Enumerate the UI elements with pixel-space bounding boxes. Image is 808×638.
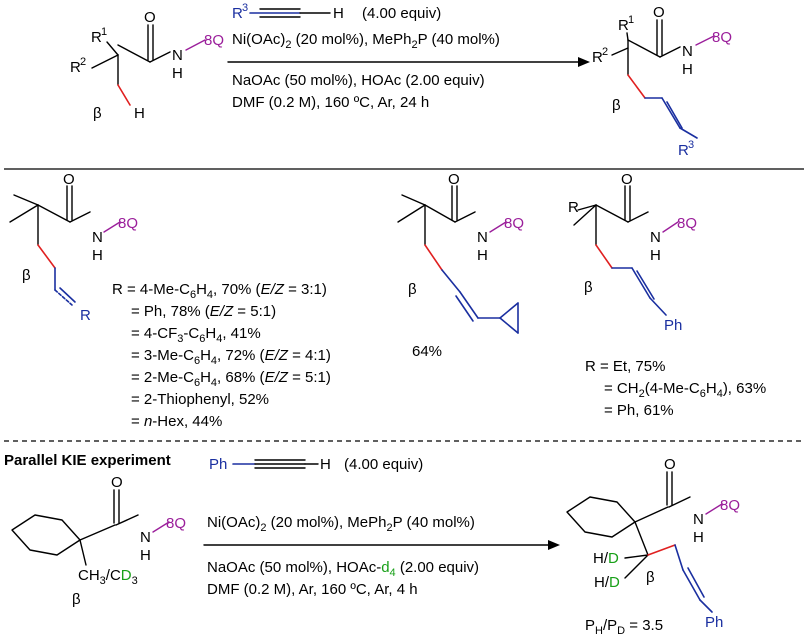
- nitrogen-label: N: [172, 47, 183, 64]
- kie-ratio: PH/PD = 3.5: [585, 617, 663, 637]
- svg-text:3: 3: [242, 2, 248, 14]
- right-entry-1: R = Et, 75%: [585, 358, 665, 375]
- svg-text:H: H: [477, 247, 488, 264]
- hd-label-1: H/D: [593, 550, 619, 567]
- svg-text:R: R: [678, 142, 689, 159]
- hd-label-2: H/D: [594, 574, 620, 591]
- top-conditions-line3: DMF (0.2 M), 160 ºC, Ar, 24 h: [232, 94, 429, 111]
- entry-3: = 4-CF3-C6H4, 41%: [131, 325, 261, 345]
- entry-7: = n-Hex, 44%: [131, 413, 222, 430]
- svg-text:O: O: [621, 171, 633, 188]
- svg-text:β: β: [646, 569, 655, 586]
- svg-text:N: N: [477, 229, 488, 246]
- svg-text:(4.00 equiv): (4.00 equiv): [344, 456, 423, 473]
- svg-text:β: β: [72, 591, 81, 608]
- svg-text:N: N: [682, 43, 693, 60]
- svg-text:3: 3: [688, 139, 694, 151]
- svg-text:8Q: 8Q: [677, 215, 697, 232]
- scope-left-structure: O N H 8Q β R: [9, 171, 138, 324]
- svg-text:N: N: [650, 229, 661, 246]
- r2-label: R: [70, 59, 81, 76]
- top-conditions-line1: Ni(OAc)2 (20 mol%), MePh2P (40 mol%): [232, 31, 500, 51]
- top-alkyne: R 3 H (4.00 equiv): [232, 2, 441, 22]
- r1-label: R: [91, 29, 102, 46]
- alkyne-equiv: (4.00 equiv): [362, 5, 441, 22]
- kie-alkyne: Ph H (4.00 equiv): [209, 456, 423, 473]
- scope-left-entries: R = 4-Me-C6H4, 70% (E/Z = 3:1) = Ph, 78%…: [112, 281, 331, 430]
- kie-conditions-line2: NaOAc (50 mol%), HOAc-d4 (2.00 equiv): [207, 559, 479, 579]
- svg-text:O: O: [448, 171, 460, 188]
- svg-text:O: O: [111, 474, 123, 491]
- svg-text:β: β: [612, 97, 621, 114]
- entry-5: = 2-Me-C6H4, 68% (E/Z = 5:1): [131, 369, 331, 389]
- svg-text:8Q: 8Q: [712, 29, 732, 46]
- ch3-cd3-label: CH3/CD3: [78, 567, 138, 587]
- kie-conditions-line3: DMF (0.2 M), Ar, 160 ºC, Ar, 4 h: [207, 581, 418, 598]
- oxygen-label: O: [144, 9, 156, 26]
- svg-text:8Q: 8Q: [118, 215, 138, 232]
- svg-text:Ph: Ph: [705, 614, 723, 631]
- svg-text:H: H: [693, 529, 704, 546]
- svg-text:H: H: [320, 456, 331, 473]
- entry-2: = Ph, 78% (E/Z = 5:1): [131, 303, 276, 320]
- svg-text:R: R: [618, 17, 629, 34]
- svg-text:O: O: [63, 171, 75, 188]
- svg-text:β: β: [584, 279, 593, 296]
- svg-text:8Q: 8Q: [504, 215, 524, 232]
- svg-text:N: N: [693, 511, 704, 528]
- kie-title: Parallel KIE experiment: [4, 452, 171, 469]
- beta-hydrogen: H: [134, 105, 145, 122]
- svg-text:H: H: [92, 247, 103, 264]
- kie-reactant: O N H 8Q CH3/CD3 β: [11, 474, 186, 608]
- right-entry-3: = Ph, 61%: [604, 402, 674, 419]
- svg-text:O: O: [664, 456, 676, 473]
- svg-text:H: H: [650, 247, 661, 264]
- right-entry-2: = CH2(4-Me-C6H4), 63%: [604, 380, 766, 400]
- nh-hydrogen: H: [172, 65, 183, 82]
- svg-text:2: 2: [80, 56, 86, 68]
- svg-text:N: N: [92, 229, 103, 246]
- entry-4: = 3-Me-C6H4, 72% (E/Z = 4:1): [131, 347, 331, 367]
- svg-text:H: H: [682, 61, 693, 78]
- middle-yield: 64%: [412, 343, 442, 360]
- scope-right-structure: O N H 8Q R β Ph: [568, 171, 697, 334]
- kie-conditions-line1: Ni(OAc)2 (20 mol%), MePh2P (40 mol%): [207, 514, 475, 534]
- entry-1: R = 4-Me-C6H4, 70% (E/Z = 3:1): [112, 281, 327, 301]
- svg-text:R: R: [568, 199, 579, 216]
- svg-text:8Q: 8Q: [166, 515, 186, 532]
- beta-label: β: [93, 105, 102, 122]
- svg-text:β: β: [408, 281, 417, 298]
- svg-text:N: N: [140, 529, 151, 546]
- q8-label: 8Q: [204, 32, 224, 49]
- r3-label: R: [232, 5, 243, 22]
- svg-text:1: 1: [628, 14, 634, 26]
- svg-text:1: 1: [101, 26, 107, 38]
- alkyne-h: H: [333, 5, 344, 22]
- entry-6: = 2-Thiophenyl, 52%: [131, 391, 269, 408]
- svg-text:Ph: Ph: [209, 456, 227, 473]
- top-product: O N H 8Q R 1 R 2 β R 3: [592, 4, 732, 159]
- svg-text:R: R: [592, 49, 603, 66]
- kie-product: O N H 8Q H/D H/D β Ph: [566, 456, 740, 631]
- top-conditions-line2: NaOAc (50 mol%), HOAc (2.00 equiv): [232, 72, 485, 89]
- svg-text:R: R: [80, 307, 91, 324]
- top-reactant: O N H 8Q R 1 R 2 H β: [70, 9, 224, 122]
- svg-text:β: β: [22, 267, 31, 284]
- svg-text:8Q: 8Q: [720, 497, 740, 514]
- svg-text:Ph: Ph: [664, 317, 682, 334]
- svg-text:2: 2: [602, 46, 608, 58]
- svg-text:H: H: [140, 547, 151, 564]
- svg-text:O: O: [653, 4, 665, 21]
- scope-middle-structure: O N H 8Q β 64%: [397, 171, 524, 360]
